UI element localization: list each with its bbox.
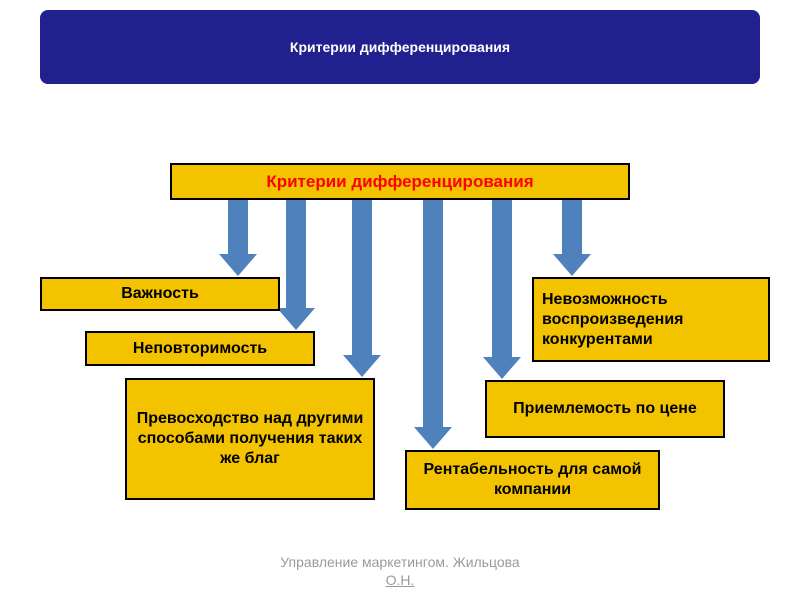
down-arrow-icon	[219, 200, 257, 276]
arrow-head	[414, 427, 452, 449]
slide-title: Критерии дифференцирования	[289, 39, 511, 55]
down-arrow-icon	[343, 200, 381, 377]
diagram-node-price-acceptability: Приемлемость по цене	[485, 380, 725, 438]
diagram-node-importance: Важность	[40, 277, 280, 311]
arrow-shaft	[562, 200, 582, 254]
diagram-node-non-reproducibility: Невозможность воспроизведения конкурента…	[532, 277, 770, 362]
arrow-head	[277, 308, 315, 330]
slide-title-banner: Критерии дифференцирования	[40, 10, 760, 84]
arrow-head	[219, 254, 257, 276]
down-arrow-icon	[483, 200, 521, 379]
slide-footer: Управление маркетингом. Жильцова О.Н.	[250, 553, 550, 589]
arrow-shaft	[228, 200, 248, 254]
arrow-shaft	[286, 200, 306, 308]
footer-text: Управление маркетингом. Жильцова	[280, 554, 520, 570]
arrow-head	[553, 254, 591, 276]
arrow-shaft	[423, 200, 443, 427]
diagram-node-superiority: Превосходство над другими способами полу…	[125, 378, 375, 500]
footer-author: О.Н.	[385, 572, 415, 589]
diagram-root-label: Критерии дифференцирования	[266, 171, 534, 191]
arrow-shaft	[352, 200, 372, 355]
arrow-head	[483, 357, 521, 379]
down-arrow-icon	[277, 200, 315, 330]
diagram-node-uniqueness: Неповторимость	[85, 331, 315, 366]
down-arrow-icon	[414, 200, 452, 449]
arrow-head	[343, 355, 381, 377]
down-arrow-icon	[553, 200, 591, 276]
diagram-root-node: Критерии дифференцирования	[170, 163, 630, 200]
diagram-node-profitability: Рентабельность для самой компании	[405, 450, 660, 510]
arrow-shaft	[492, 200, 512, 357]
